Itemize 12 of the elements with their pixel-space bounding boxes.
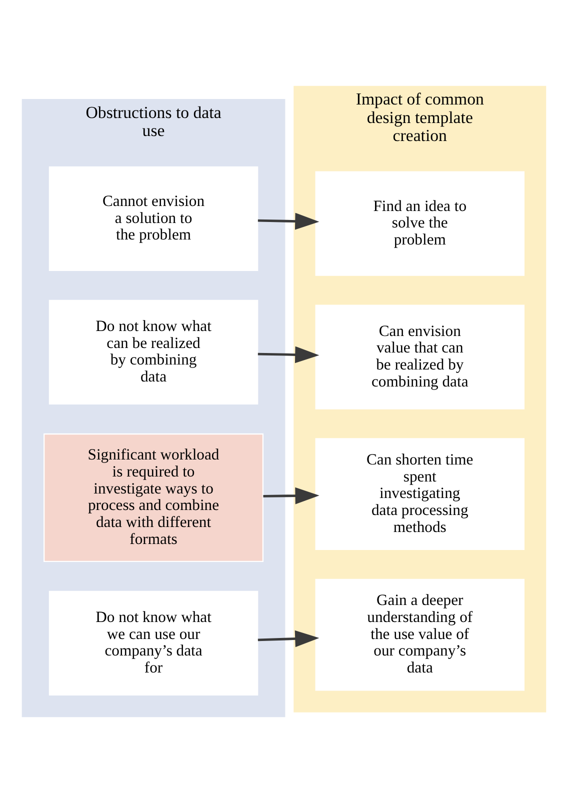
node-box: Can shorten time spent investigating data processing methods [315, 438, 525, 550]
arrow [258, 630, 320, 648]
node-box: Find an idea to solve the problem [315, 171, 525, 276]
node-box: Gain a deeper understanding of the use value of our company’s data [315, 578, 525, 691]
node-box: Do not know what we can use our company’s data for [48, 590, 258, 696]
node-box: Can envision value that can be realized by combining data [315, 304, 525, 410]
node-box: Cannot envision a solution to the problem [48, 166, 258, 272]
node-box: Do not know what can be realized by combining data [48, 300, 258, 404]
arrow [258, 346, 320, 364]
arrow [263, 487, 320, 504]
arrow [258, 212, 320, 230]
node-box: Significant workload is required to investigate ways to process and combine data with different formats [43, 433, 264, 562]
